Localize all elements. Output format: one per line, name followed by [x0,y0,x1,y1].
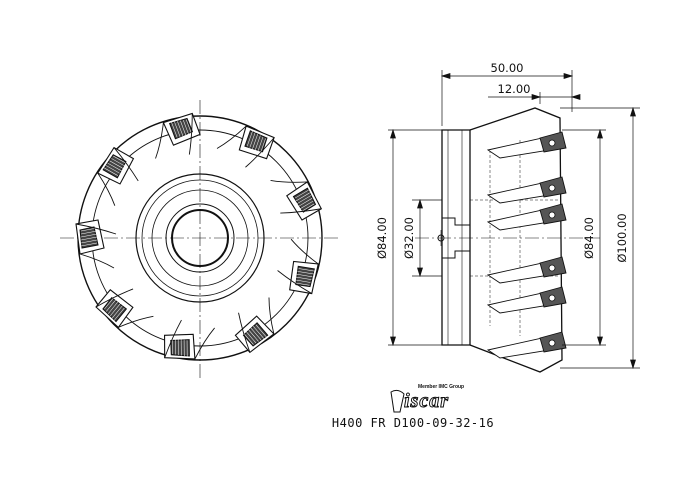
insert-screw-icon [548,264,556,272]
insert-screw-icon [548,339,556,347]
insert-screw-icon [548,184,556,192]
insert-group [75,112,323,360]
dim-bore-diameter: Ø32.00 [402,217,416,259]
insert-pocket [164,319,215,360]
insert-pocket [270,179,323,221]
side-view [415,107,600,373]
dim-face-diameter: Ø84.00 [582,217,596,259]
insert-pocket [96,146,139,206]
logo-wordmark: iscar [404,390,449,413]
arrows-shoulder [531,94,581,100]
insert-pocket [234,297,275,354]
arrows-bore [417,198,423,278]
keyway [442,217,470,259]
shank-outline [441,129,471,346]
dimension-group [388,70,640,370]
arrows-face [597,128,603,347]
company-logo: Member IMC Group iscar [388,384,468,414]
bore-circle [171,209,229,267]
insert-screw-icon [548,139,556,147]
insert-pocket [277,238,319,295]
logo-swoosh-icon [390,389,405,413]
dim-cutting-diameter: Ø100.00 [615,213,629,262]
insert-screw-icon [548,211,556,219]
hub-recess-circle [151,189,249,287]
dim-total-length: 50.00 [491,61,524,75]
insert-pocket [216,125,275,168]
insert-screw-icon [548,294,556,302]
logo-tagline: Member IMC Group [418,384,465,390]
arrows-total-length [440,73,574,79]
bore-chamfer-circle [165,203,235,273]
front-view [60,100,340,378]
hub-outer-circle [135,173,265,303]
dim-body-diameter: Ø84.00 [375,217,389,259]
arrows-cutting [630,106,636,370]
dim-shoulder-length: 12.00 [498,82,531,96]
insert-pocket [155,112,201,159]
insert-pocket [75,219,117,269]
part-number: H400 FR D100-09-32-16 [331,416,495,430]
hub-face-circle [141,179,259,297]
body-silhouette [469,107,563,373]
insert-pocket [95,288,154,329]
side-pocket-group [486,131,567,359]
arrows-body [390,128,396,347]
